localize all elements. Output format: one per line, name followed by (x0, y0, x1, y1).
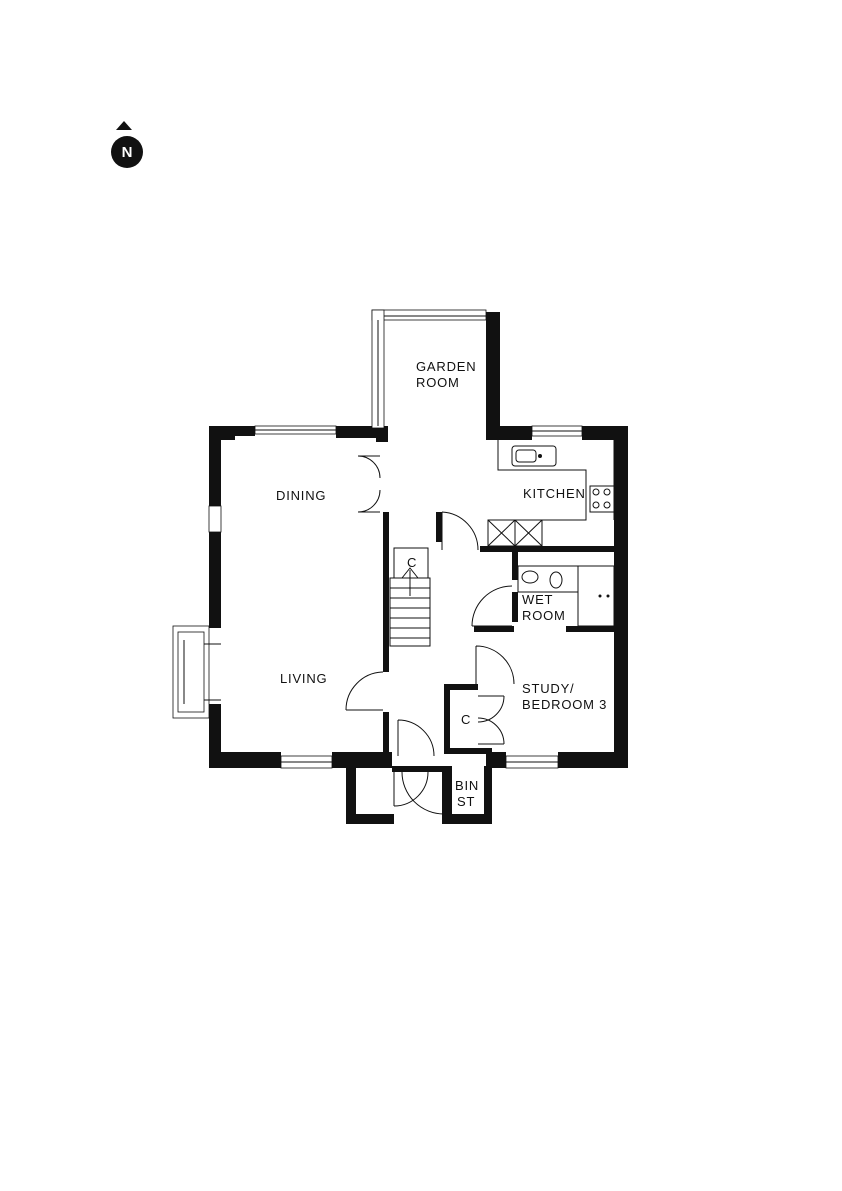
north-wall-dining-right (336, 426, 388, 438)
external-walls (209, 312, 628, 824)
front-door (397, 719, 435, 757)
kitchen-south-wall (480, 546, 614, 552)
south-wall-study-left (486, 752, 506, 768)
kitchen-door (441, 511, 479, 551)
south-wall-left (209, 752, 281, 768)
garden-room-label-2: ROOM (416, 375, 460, 390)
living-label: LIVING (280, 671, 327, 686)
compass-circle (111, 136, 143, 168)
thin-details (172, 309, 615, 815)
bin-store-label-1: BIN (455, 778, 479, 793)
garden-east-wall (486, 312, 500, 440)
garden-room-label-1: GARDEN (416, 359, 476, 374)
porch-north-wall (392, 766, 444, 772)
hob (589, 485, 615, 513)
study-cupboard-wall (444, 684, 450, 754)
west-window (208, 505, 222, 533)
room-labels: GARDEN ROOM DINING KITCHEN C WET ROOM LI… (276, 359, 607, 809)
north-wall-dining-left (221, 426, 255, 436)
wet-room-label-1: WET (522, 592, 553, 607)
wetroom-west-wall-top (512, 552, 518, 580)
basin (521, 570, 539, 584)
study-cupboard-door-bottom (477, 717, 505, 745)
study-door (475, 645, 515, 685)
living-door (345, 671, 384, 711)
porch-door (393, 771, 429, 807)
bin-west-wall (442, 766, 452, 824)
garden-sw-post (376, 426, 388, 442)
wc (549, 571, 563, 589)
compass: N (111, 121, 143, 168)
dining-label: DINING (276, 488, 326, 503)
shower-area (577, 565, 615, 627)
bin-south-wall (442, 814, 490, 824)
kitchen-label: KITCHEN (523, 486, 586, 501)
wetroom-south-left (474, 626, 514, 632)
living-east-wall (383, 712, 389, 756)
wetroom-south-right (566, 626, 614, 632)
study-cupboard-bottom (444, 748, 492, 754)
bin-store-door (401, 771, 445, 815)
bin-store-label-2: ST (457, 794, 475, 809)
north-label: N (122, 144, 133, 161)
dining-door-top (357, 455, 381, 479)
sink (511, 445, 557, 467)
porch-west-wall (346, 766, 356, 824)
study-cupboard-door-top (477, 695, 505, 723)
study-cupboard-top (444, 684, 478, 690)
wetroom-fittings (517, 565, 579, 593)
bin-east-wall (484, 766, 492, 824)
stair-wall-top (436, 512, 442, 542)
dining-east-wall (383, 512, 389, 672)
internal-walls (383, 512, 614, 756)
dining-door-bottom (357, 489, 381, 513)
north-arrow-icon (116, 121, 132, 130)
south-wall-middle (332, 752, 392, 768)
wetroom-door (471, 585, 513, 627)
study-label-2: BEDROOM 3 (522, 697, 607, 712)
porch-south-wall (346, 814, 394, 824)
kitchen-north-left (486, 426, 532, 440)
stair-cupboard (393, 547, 429, 579)
study-label-1: STUDY/ (522, 681, 574, 696)
wetroom-west-wall-bottom (512, 592, 518, 622)
south-wall-study-right (558, 752, 628, 768)
bay-window-inner (177, 631, 205, 713)
study-cupboard-label: C (461, 712, 471, 727)
garden-north-glazing (371, 309, 487, 321)
stair-cupboard-label: C (407, 555, 417, 570)
east-wall (614, 426, 628, 768)
wet-room-label-2: ROOM (522, 608, 566, 623)
